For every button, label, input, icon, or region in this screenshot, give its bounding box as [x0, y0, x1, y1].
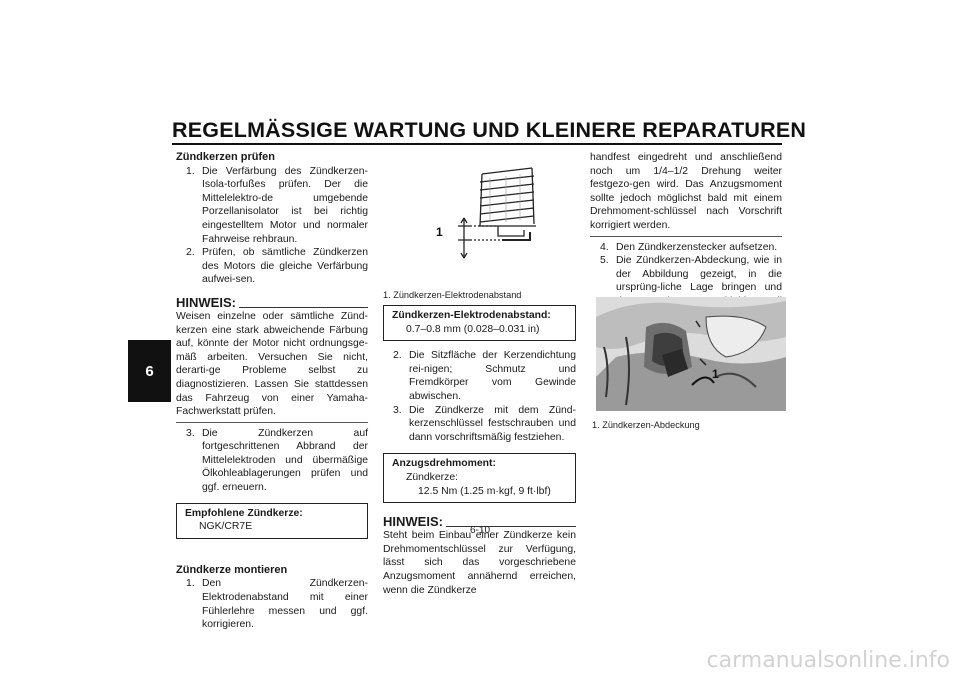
step-text: Den Zündkerzen-Elektrodenabstand mit ein… — [202, 578, 368, 631]
step-number: 4. — [600, 241, 609, 253]
step-list-check: 1. Die Verfärbung des Zündkerzen-Isola-t… — [176, 165, 368, 287]
note-heading: HINWEIS: — [176, 294, 368, 310]
spec-box-title: Empfohlene Zündkerze: — [185, 507, 303, 519]
step-number: 1. — [186, 165, 195, 177]
step-item: 3. Die Zündkerze mit dem Zünd-kerzenschl… — [393, 404, 576, 445]
step-number: 2. — [186, 247, 195, 259]
column-middle: 1. Zündkerzen-Elektrodenabstand Zündkerz… — [383, 289, 576, 597]
page-number: 6-10 — [469, 525, 490, 536]
spec-box-title: Zündkerzen-Elektrodenabstand: — [392, 310, 551, 321]
step-text: Die Zündkerze mit dem Zünd-kerzenschlüss… — [409, 404, 576, 443]
step-text: Den Zündkerzenstecker aufsetzen. — [616, 241, 778, 253]
step-text: Die Zündkerzen auf fortgeschrittenen Abb… — [202, 427, 368, 494]
spec-box-title: Anzugsdrehmoment: — [392, 458, 496, 470]
chapter-tab: 6 — [128, 340, 171, 402]
note-label: HINWEIS: — [176, 294, 236, 310]
note-end-rule — [176, 421, 368, 423]
spec-box-spark-plug: Empfohlene Zündkerze: NGK/CR7E — [176, 502, 368, 539]
note-text: Steht beim Einbau einer Zündkerze kein D… — [383, 530, 576, 596]
note-text: Weisen einzelne oder sämtliche Zünd-kerz… — [176, 310, 368, 418]
watermark: carmanualsonline.info — [706, 648, 950, 673]
figure-caption: 1. Zündkerzen-Elektrodenabstand — [383, 290, 522, 300]
spark-plug-illustration — [458, 167, 536, 259]
note-label: HINWEIS: — [383, 514, 443, 530]
figure-callout-label: 1 — [712, 367, 719, 381]
step-list-check-2: 3. Die Zündkerzen auf fortgeschrittenen … — [176, 427, 368, 495]
note-end-rule — [590, 235, 782, 237]
page-title: REGELMÄSSIGE WARTUNG UND KLEINERE REPARA… — [172, 118, 807, 142]
section-heading-check: Zündkerzen prüfen — [176, 151, 276, 163]
step-item: 1. Die Verfärbung des Zündkerzen-Isola-t… — [186, 165, 368, 247]
step-text: Die Verfärbung des Zündkerzen-Isola-torf… — [202, 165, 368, 245]
note-rule — [238, 306, 368, 308]
step-item: 3. Die Zündkerzen auf fortgeschrittenen … — [186, 427, 368, 495]
spec-box-value: 12.5 Nm (1.25 m·kgf, 9 ft·lbf) — [418, 485, 551, 497]
figure-callout-label: 1 — [436, 225, 443, 239]
step-list-install: 1. Den Zündkerzen-Elektrodenabstand mit … — [176, 577, 368, 631]
step-list-install-2: 2. Die Sitzfläche der Kerzendichtung rei… — [383, 349, 576, 444]
spec-box-torque: Anzugsdrehmoment: Zündkerze: 12.5 Nm (1.… — [383, 453, 576, 504]
step-number: 2. — [393, 350, 402, 362]
spec-box-subtitle: Zündkerze: — [406, 471, 458, 483]
spark-plug-figure: 1 — [420, 160, 560, 270]
note-continuation-text: handfest eingedreht und anschließend noc… — [590, 152, 782, 231]
section-heading-install: Zündkerze montieren — [176, 563, 288, 576]
note-heading: HINWEIS: — [383, 515, 576, 529]
motorcycle-engine-illustration — [596, 297, 786, 411]
step-item: 4. Den Zündkerzenstecker aufsetzen. — [600, 241, 782, 255]
spec-box-electrode-gap: Zündkerzen-Elektrodenabstand: 0.7–0.8 mm… — [383, 305, 576, 342]
step-number: 5. — [600, 255, 609, 267]
step-text: Die Sitzfläche der Kerzendichtung rei-ni… — [409, 350, 576, 402]
step-item: 2. Die Sitzfläche der Kerzendichtung rei… — [393, 349, 576, 403]
spec-box-value: 0.7–0.8 mm (0.028–0.031 in) — [406, 323, 540, 335]
spec-box-value: NGK/CR7E — [199, 521, 253, 533]
step-text: Prüfen, ob sämtliche Zündkerzen des Moto… — [202, 247, 368, 286]
step-item: 2. Prüfen, ob sämtliche Zündkerzen des M… — [186, 246, 368, 287]
spark-plug-cover-photo: 1 — [596, 297, 786, 411]
step-item: 1. Den Zündkerzen-Elektrodenabstand mit … — [186, 577, 368, 631]
column-left: Zündkerzen prüfen 1. Die Verfärbung des … — [176, 151, 368, 632]
header-rule — [172, 143, 782, 145]
note-rule — [445, 526, 576, 528]
step-number: 3. — [186, 427, 195, 439]
step-number: 1. — [186, 578, 195, 590]
figure-caption: 1. Zündkerzen-Abdeckung — [592, 420, 700, 430]
step-number: 3. — [393, 404, 402, 416]
